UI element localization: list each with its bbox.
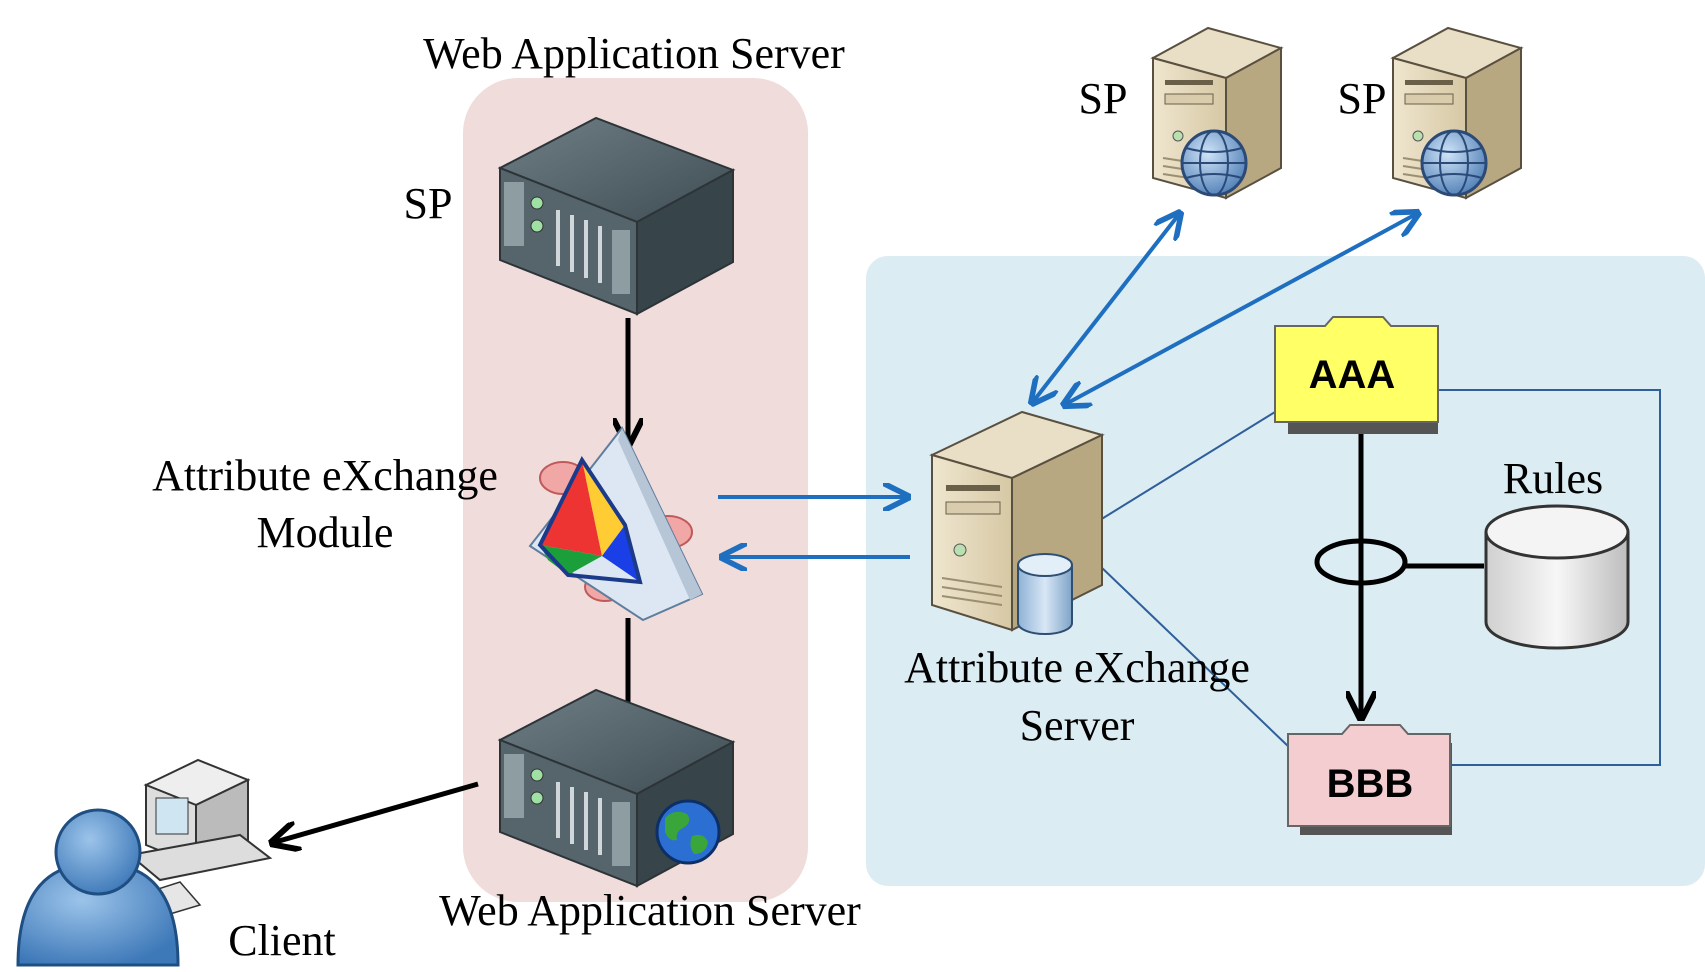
aex-module-label-line1: Attribute eXchange: [152, 451, 498, 500]
blue-arrows: [718, 213, 1418, 557]
database-icon: [1017, 553, 1073, 635]
folder-aaa: AAA: [1274, 316, 1439, 434]
folder-bbb: BBB: [1287, 724, 1452, 835]
globe-icon: [1420, 129, 1488, 197]
folder-bbb-label: BBB: [1327, 762, 1414, 806]
sp-label-left: SP: [404, 179, 453, 228]
aex-server-label-line1: Attribute eXchange: [904, 643, 1250, 692]
rack-server-icon: [497, 116, 736, 316]
rules-junction-ring: [1314, 538, 1408, 586]
computer-icon: [127, 758, 273, 921]
web-app-server-top-label: Web Application Server: [423, 29, 845, 78]
globe-icon: [1180, 129, 1248, 197]
aex-module-label-line2: Module: [257, 508, 394, 557]
user-icon: [16, 808, 180, 967]
sp-label-top-1: SP: [1079, 74, 1128, 123]
rules-label: Rules: [1503, 454, 1603, 503]
aex-server-label-line2: Server: [1020, 701, 1135, 750]
arrow-aex-server-sp2: [1064, 213, 1418, 405]
folder-connector-lines: [1099, 389, 1661, 766]
sp-label-top-2: SP: [1338, 74, 1387, 123]
database-icon: [1484, 504, 1630, 650]
client-label: Client: [228, 916, 336, 965]
globe-icon: [655, 799, 721, 865]
folder-aaa-label: AAA: [1309, 353, 1396, 397]
arrow-web-server-to-client: [272, 781, 479, 843]
attribute-exchange-zone: [866, 256, 1705, 886]
attribute-exchange-module-icon: [528, 426, 704, 622]
tower-server-icon: [929, 410, 1105, 632]
web-app-server-bottom-label: Web Application Server: [439, 886, 861, 935]
